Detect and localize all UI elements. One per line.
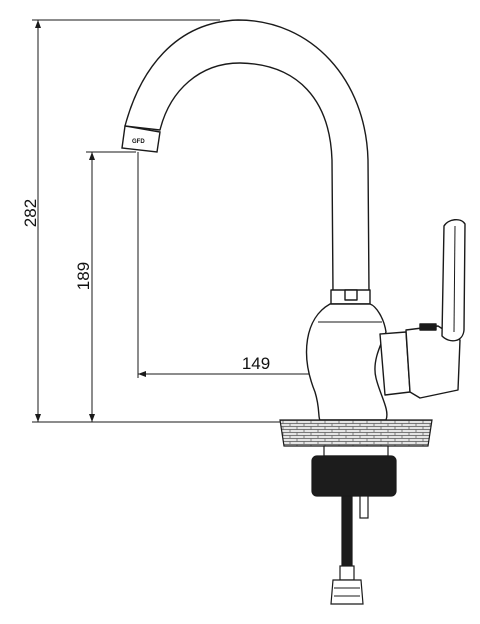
countertop bbox=[279, 419, 433, 447]
total-height-label: 282 bbox=[21, 199, 40, 227]
lever-joint bbox=[419, 323, 437, 331]
aerator-logo: GFD bbox=[132, 139, 145, 145]
hose-nut bbox=[330, 579, 364, 605]
countertop-slab bbox=[279, 419, 433, 447]
dimension-lines bbox=[32, 19, 353, 423]
faucet-outline bbox=[124, 19, 466, 421]
lever-handle-inner bbox=[453, 225, 456, 333]
lever-handle bbox=[441, 219, 466, 342]
lever-base bbox=[405, 325, 461, 399]
spout-reach-label: 149 bbox=[242, 354, 270, 373]
lever-housing bbox=[379, 331, 411, 396]
aerator: GFD bbox=[121, 125, 161, 153]
faucet-body bbox=[305, 303, 388, 421]
gooseneck-spout bbox=[124, 19, 370, 294]
mounting-hardware bbox=[311, 445, 397, 605]
spout-height-label: 189 bbox=[74, 262, 93, 290]
spout-collar-notch bbox=[344, 289, 358, 301]
mounting-nut-block bbox=[311, 455, 397, 497]
hose-ferrule bbox=[339, 565, 355, 581]
supply-hose bbox=[341, 495, 353, 567]
aerator-body bbox=[121, 125, 161, 153]
mounting-washer bbox=[323, 445, 389, 457]
threaded-stud bbox=[359, 495, 369, 519]
